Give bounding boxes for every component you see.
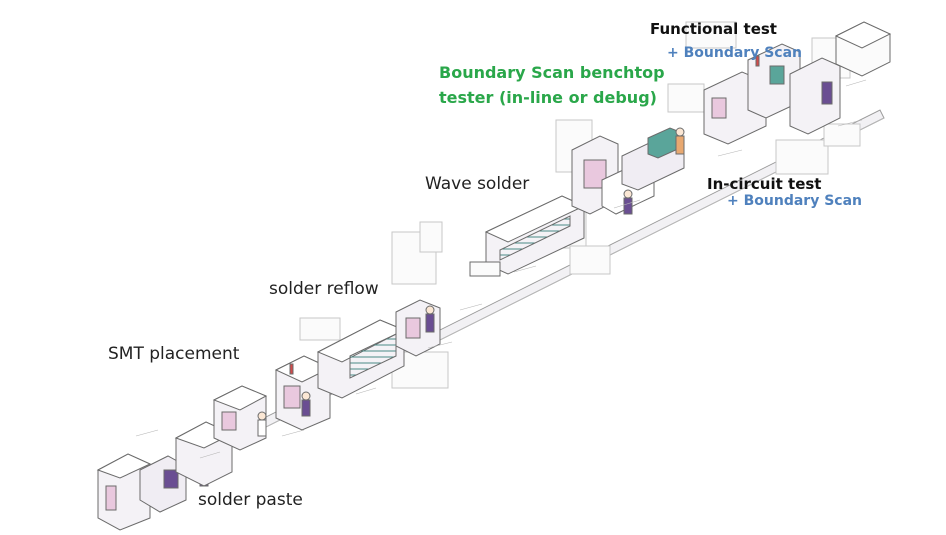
wave-solder-machine — [469, 195, 586, 277]
solder-paste-label: solder paste — [198, 490, 303, 510]
solder-reflow-label: solder reflow — [269, 279, 379, 299]
test-equipment-cluster — [703, 21, 892, 145]
functional-test-boundary-scan-label: + Boundary Scan — [667, 45, 802, 61]
incircuit-test-label: In-circuit test — [707, 175, 822, 193]
incircuit-test-boundary-scan-label: + Boundary Scan — [727, 193, 862, 209]
benchtop-tester-station — [571, 127, 685, 215]
tiny-caption-lines — [135, 79, 867, 459]
benchtop-tester-label-line2: tester (in-line or debug) — [439, 88, 657, 107]
benchtop-tester-label-line1: Boundary Scan benchtop — [439, 63, 665, 82]
solder-reflow-oven — [316, 299, 441, 399]
smt-placement-label: SMT placement — [108, 344, 240, 364]
wave-solder-label: Wave solder — [425, 174, 530, 194]
smt-placement-machines — [174, 355, 332, 487]
solder-paste-printer — [96, 453, 209, 531]
functional-test-label: Functional test — [650, 20, 777, 38]
